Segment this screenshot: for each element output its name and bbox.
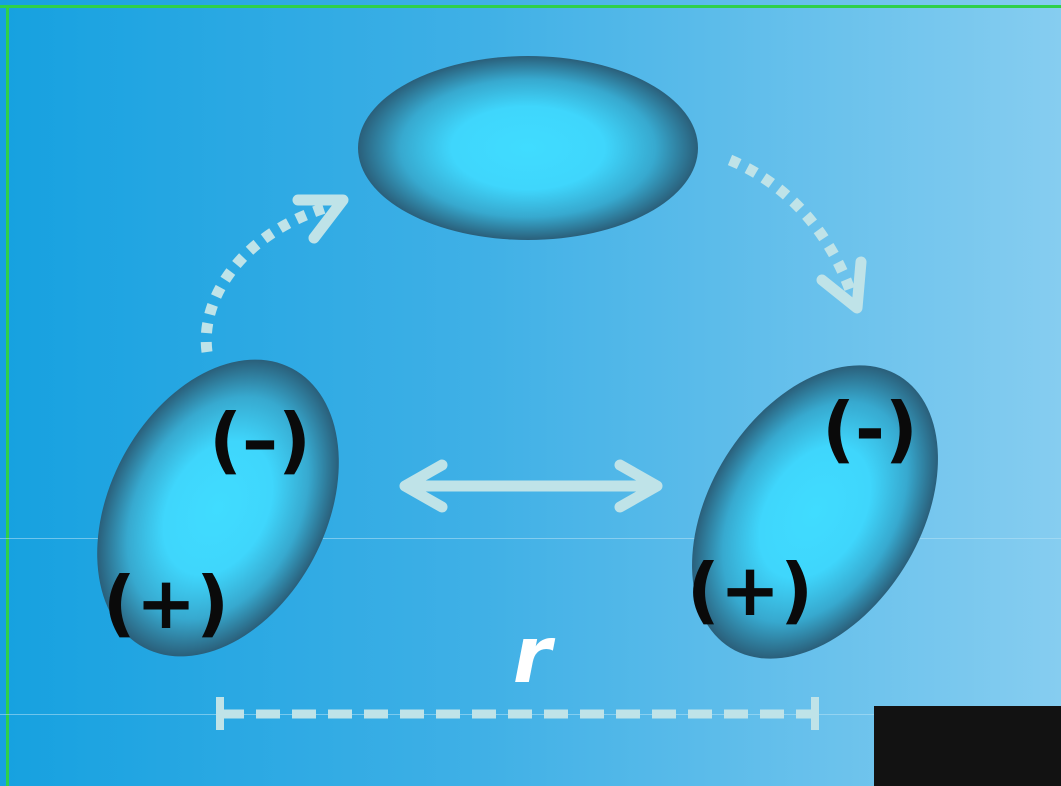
- dotted-arrow-top-to-right: [727, 154, 867, 314]
- distance-dimension-line: [216, 697, 819, 730]
- left-negative-charge-label: (–): [209, 398, 311, 482]
- frame-top-border: [0, 5, 1061, 8]
- right-negative-charge-label: (-): [822, 387, 918, 471]
- right-dipole-molecule: [692, 365, 938, 659]
- guide-line: [0, 538, 1061, 539]
- black-corner-block: [874, 706, 1061, 786]
- right-positive-charge-label: (+): [687, 548, 813, 632]
- left-dipole-molecule: [97, 359, 339, 657]
- distance-label: r: [513, 611, 556, 701]
- left-positive-charge-label: (+): [103, 561, 229, 645]
- dotted-arrow-left-to-top: [200, 194, 349, 353]
- frame-left-border: [6, 5, 9, 786]
- top-molecule: [358, 56, 698, 240]
- interaction-double-arrow: [399, 459, 663, 513]
